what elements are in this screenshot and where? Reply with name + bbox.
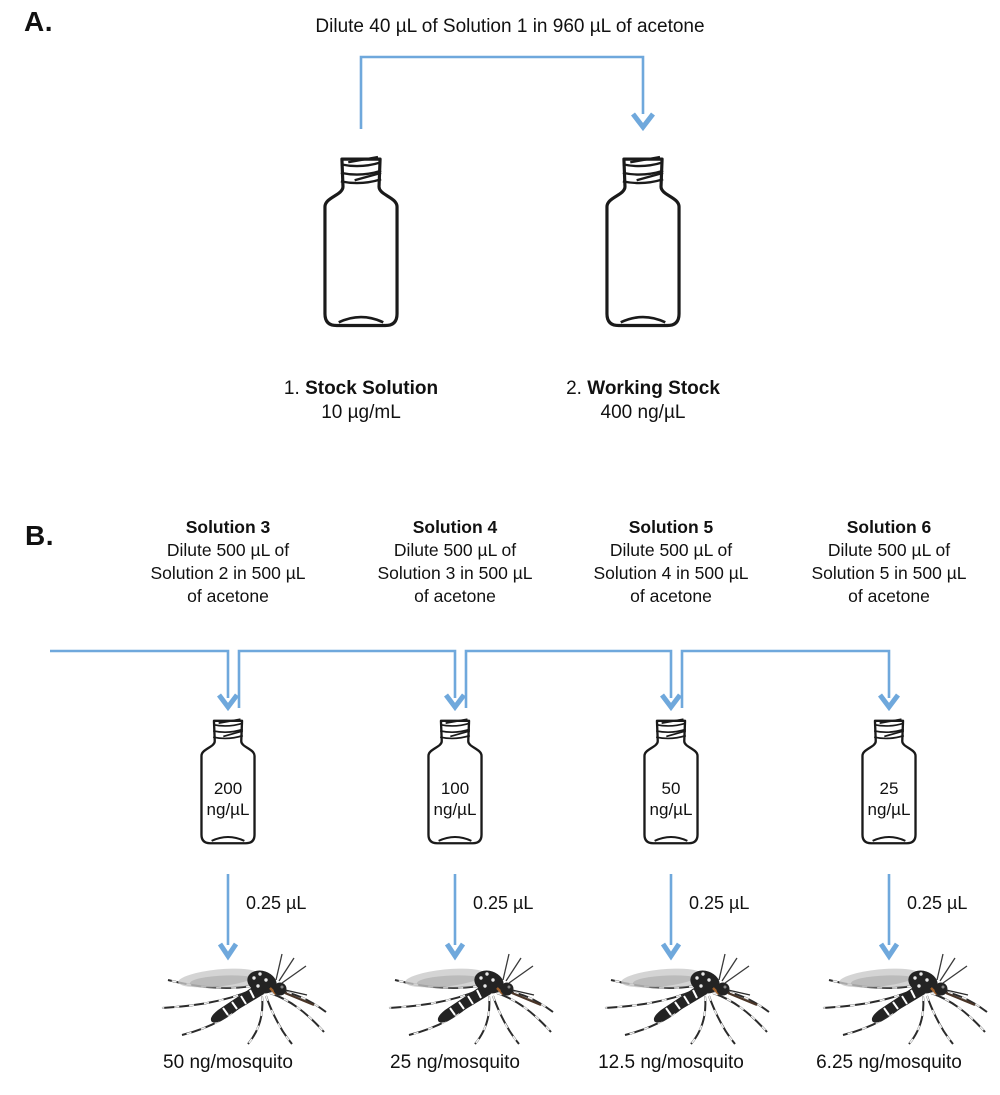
solution3-title: Solution 3 — [185, 517, 271, 537]
solution6-concentration: 25 ng/µL — [850, 778, 928, 820]
solution3-header: Solution 3 Dilute 500 µL of Solution 2 i… — [116, 516, 340, 608]
solution6-line3: of acetone — [848, 586, 930, 606]
solution3-dose: 50 ng/mosquito — [163, 1052, 293, 1073]
rail-solution3-to-4 — [237, 649, 457, 708]
mosquito-icon — [158, 938, 328, 1048]
arrow-head-solution5-icon — [660, 693, 682, 712]
solution6-conc-unit: ng/µL — [867, 800, 911, 819]
solution4-transfer-volume: 0.25 µL — [473, 893, 534, 913]
rail-solution4-to-5 — [464, 649, 673, 708]
solution3-transfer-volume: 0.25 µL — [246, 893, 307, 913]
bottle-stock-title: Stock Solution — [305, 378, 439, 399]
panel-a-label: A. — [24, 6, 53, 37]
bottle-stock-name: 1. Stock Solution — [241, 377, 481, 401]
solution6-header: Solution 6 Dilute 500 µL of Solution 5 i… — [777, 516, 1000, 608]
bottle-working-caption: 2. Working Stock 400 ng/µL — [523, 377, 763, 425]
solution6-line1: Dilute 500 µL of — [827, 540, 951, 560]
solution5-concentration: 50 ng/µL — [632, 778, 710, 820]
bottle-stock-concentration: 10 µg/mL — [321, 402, 401, 423]
rail-to-solution3 — [50, 649, 230, 698]
solution4-conc-unit: ng/µL — [433, 800, 477, 819]
bottle-working-title: Working Stock — [587, 378, 720, 399]
solution5-conc-value: 50 — [661, 779, 681, 798]
bottle-working-name: 2. Working Stock — [523, 377, 763, 401]
solution6-conc-value: 25 — [879, 779, 899, 798]
solution4-line1: Dilute 500 µL of — [393, 540, 517, 560]
arrow-head-solution3-icon — [217, 693, 239, 712]
solution6-transfer-volume: 0.25 µL — [907, 893, 968, 913]
solution4-line3: of acetone — [414, 586, 496, 606]
solution6-title: Solution 6 — [846, 517, 932, 537]
solution6-dose: 6.25 ng/mosquito — [816, 1052, 962, 1073]
solution5-line3: of acetone — [630, 586, 712, 606]
solution5-line2: Solution 4 in 500 µL — [593, 563, 749, 583]
solution4-conc-value: 100 — [440, 779, 470, 798]
solution5-transfer-volume: 0.25 µL — [689, 893, 750, 913]
solution5-header: Solution 5 Dilute 500 µL of Solution 4 i… — [559, 516, 783, 608]
bottle-working-stock-icon — [590, 142, 696, 367]
bottle-stock-number: 1. — [283, 378, 300, 399]
solution4-line2: Solution 3 in 500 µL — [377, 563, 533, 583]
arrow-head-solution4-icon — [444, 693, 466, 712]
solution3-conc-unit: ng/µL — [206, 800, 250, 819]
solution4-title: Solution 4 — [412, 517, 498, 537]
solution6-line2: Solution 5 in 500 µL — [811, 563, 967, 583]
solution5-line1: Dilute 500 µL of — [609, 540, 733, 560]
solution5-dose: 12.5 ng/mosquito — [598, 1052, 744, 1073]
mosquito-icon — [601, 938, 771, 1048]
bottle-working-number: 2. — [566, 378, 582, 399]
solution4-concentration: 100 ng/µL — [416, 778, 494, 820]
bottle-stock-solution-icon — [308, 142, 414, 367]
mosquito-icon — [385, 938, 555, 1048]
solution3-conc-value: 200 — [213, 779, 243, 798]
solution3-line2: Solution 2 in 500 µL — [150, 563, 306, 583]
solution3-line3: of acetone — [187, 586, 269, 606]
solution5-title: Solution 5 — [628, 517, 714, 537]
solution4-dose: 25 ng/mosquito — [390, 1052, 520, 1073]
solution3-concentration: 200 ng/µL — [189, 778, 267, 820]
mosquito-icon — [819, 938, 989, 1048]
arrow-a-head-icon — [631, 112, 655, 132]
bottle-working-concentration: 400 ng/µL — [600, 402, 686, 423]
solution4-header: Solution 4 Dilute 500 µL of Solution 3 i… — [343, 516, 567, 608]
solution3-line1: Dilute 500 µL of — [166, 540, 290, 560]
panel-a-instruction: Dilute 40 µL of Solution 1 in 960 µL of … — [315, 16, 705, 37]
solution5-conc-unit: ng/µL — [649, 800, 693, 819]
panel-b-label: B. — [25, 520, 54, 551]
bottle-stock-caption: 1. Stock Solution 10 µg/mL — [241, 377, 481, 425]
arrow-head-solution6-icon — [878, 693, 900, 712]
arrow-a-transfer — [359, 55, 645, 129]
rail-solution5-to-6 — [680, 649, 891, 708]
